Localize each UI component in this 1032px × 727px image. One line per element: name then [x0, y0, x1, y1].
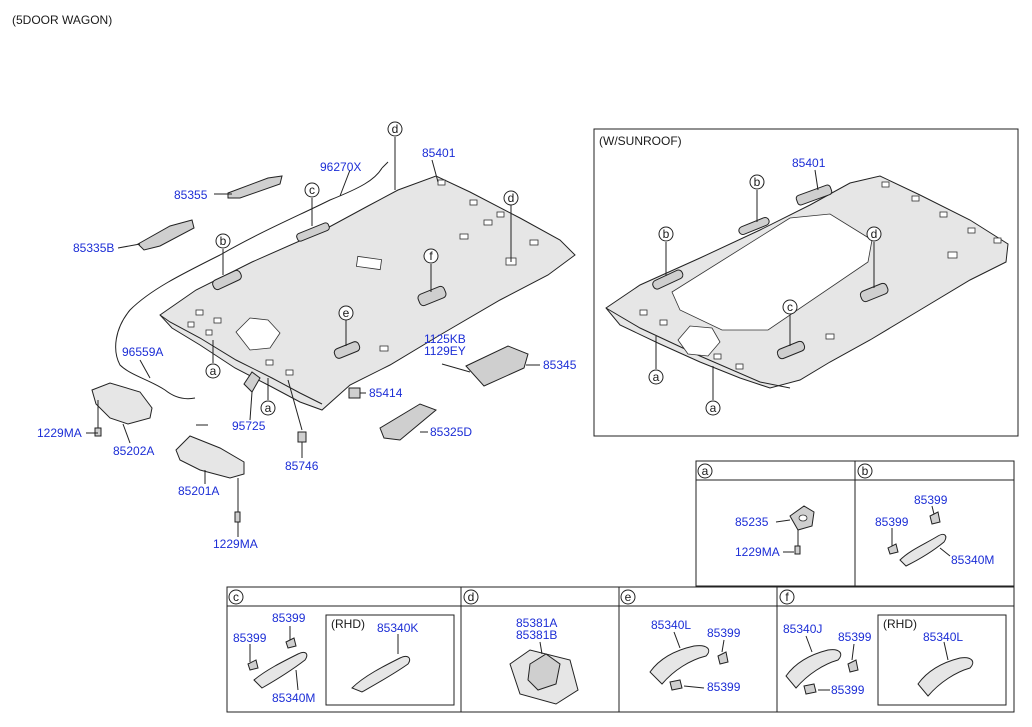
sunvisor-85202A — [91, 382, 153, 425]
detail-table-ab — [695, 460, 1015, 587]
sunroof-label: (W/SUNROOF) — [599, 134, 682, 148]
ref-b-sunroof-1: b — [754, 175, 761, 189]
ref-d-top: d — [392, 122, 399, 136]
label-85381A: 85381A — [516, 616, 557, 630]
bracket-85355 — [227, 175, 283, 199]
ref-circles-sunroof: b b d c a a — [648, 174, 882, 416]
label-1129EY: 1129EY — [424, 344, 466, 358]
label-1229MA-detail: 1229MA — [735, 545, 780, 559]
ref-b-sunroof-2: b — [663, 227, 670, 241]
detail-d-ref: d — [468, 590, 475, 604]
bracket-85345 — [465, 345, 529, 387]
label-85235: 85235 — [735, 515, 769, 529]
clip-85414 — [348, 387, 361, 399]
ref-a-main-1: a — [210, 364, 217, 378]
clip-85746 — [297, 431, 307, 443]
label-85355: 85355 — [174, 188, 208, 202]
label-85401-sunroof: 85401 — [792, 156, 826, 170]
ref-a-main-2: a — [265, 401, 272, 415]
label-85201A: 85201A — [178, 484, 219, 498]
label-1229MA-left: 1229MA — [37, 426, 82, 440]
ref-d-main: d — [508, 191, 515, 205]
label-85399-e-1: 85399 — [707, 626, 741, 640]
detail-table-cdef — [226, 586, 1015, 713]
sunroof-variant-box — [593, 128, 1019, 437]
detail-d: d 85381A 85381B — [463, 589, 579, 705]
ref-a-sunroof-1: a — [653, 370, 660, 384]
label-85340L-e: 85340L — [651, 618, 691, 632]
detail-c: c 85399 85399 85340M (RHD) 85340K — [228, 589, 455, 706]
label-96559A: 96559A — [122, 345, 163, 359]
label-85399-f-1: 85399 — [838, 630, 872, 644]
label-85381B: 85381B — [516, 628, 557, 642]
ref-f-main: f — [429, 249, 433, 263]
label-85746: 85746 — [285, 459, 319, 473]
detail-f-ref: f — [785, 590, 789, 604]
label-85399-e-2: 85399 — [707, 680, 741, 694]
rhd-box-c — [325, 614, 455, 706]
detail-a-ref: a — [702, 464, 709, 478]
label-85340L-f: 85340L — [923, 630, 963, 644]
bracket-85325D — [379, 403, 437, 441]
detail-b-ref: b — [862, 464, 869, 478]
ref-c-main: c — [309, 183, 315, 197]
label-85399-c-1: 85399 — [272, 611, 306, 625]
label-85325D: 85325D — [430, 425, 472, 439]
label-1125KB: 1125KB — [424, 332, 466, 346]
bracket-85335B — [137, 219, 195, 251]
rhd-box-f — [877, 614, 1007, 706]
detail-a: a 85235 1229MA — [697, 463, 815, 559]
label-85335B: 85335B — [73, 241, 114, 255]
detail-c-ref: c — [233, 590, 239, 604]
sunvisor-85201A — [175, 435, 245, 479]
ref-a-sunroof-2: a — [710, 401, 717, 415]
label-85399-b-2: 85399 — [875, 515, 909, 529]
detail-b: b 85399 85399 85340M — [857, 463, 994, 567]
label-85340J: 85340J — [783, 622, 822, 636]
label-85340M-b: 85340M — [951, 553, 994, 567]
headlining-main — [159, 175, 576, 411]
detail-e: e 85340L 85399 85399 — [620, 589, 741, 694]
label-85340M-c: 85340M — [272, 691, 315, 705]
leader-lines-main — [86, 137, 540, 537]
part-labels-main: 96270X 85401 85355 85335B 96559A 1125KB … — [37, 146, 577, 551]
detail-f: f 85340J 85399 85399 (RHD) 85340L — [779, 589, 1007, 706]
label-85399-b-1: 85399 — [914, 493, 948, 507]
model-title: (5DOOR WAGON) — [12, 13, 112, 27]
label-85345: 85345 — [543, 358, 577, 372]
leader-lines-sunroof — [655, 169, 875, 400]
label-85399-f-2: 85399 — [831, 683, 865, 697]
ref-b-main: b — [220, 234, 227, 248]
label-95725: 95725 — [232, 419, 266, 433]
label-96270X: 96270X — [320, 160, 361, 174]
label-1229MA-bottom: 1229MA — [213, 537, 258, 551]
ref-circles-main: d c d b f e a a — [205, 121, 519, 416]
detail-e-ref: e — [625, 590, 632, 604]
label-85202A: 85202A — [113, 444, 154, 458]
ref-c-sunroof: c — [787, 300, 793, 314]
lamp-95725 — [243, 371, 261, 393]
rhd-label-c: (RHD) — [331, 617, 365, 631]
ref-d-sunroof: d — [871, 227, 878, 241]
rhd-label-f: (RHD) — [883, 617, 917, 631]
label-85340K: 85340K — [377, 621, 418, 635]
label-85399-c-2: 85399 — [233, 631, 267, 645]
ref-e-main: e — [343, 306, 350, 320]
headlining-sunroof — [605, 175, 1009, 389]
label-85401-main: 85401 — [422, 146, 456, 160]
label-85414: 85414 — [369, 386, 403, 400]
